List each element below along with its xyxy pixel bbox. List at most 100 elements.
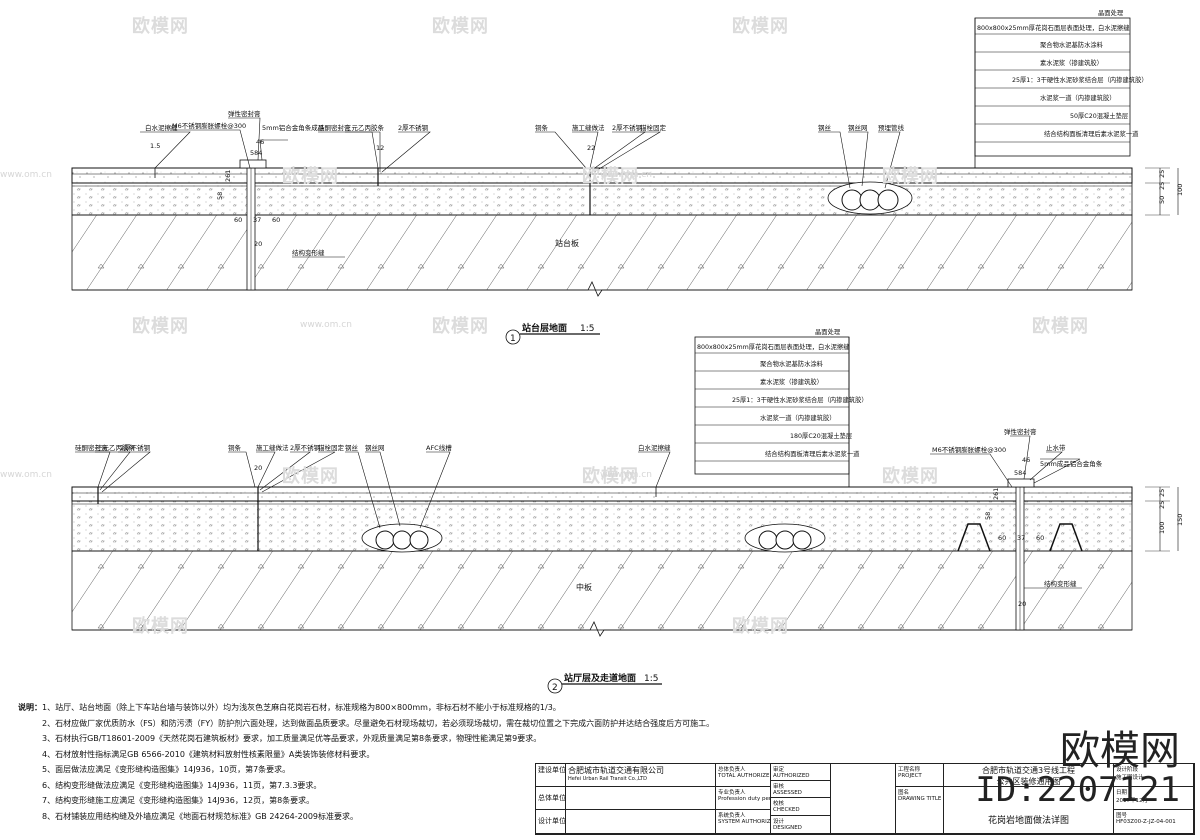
date-value: 2017年12月 <box>1116 798 1148 804</box>
project-label-cn: 工程名称 <box>898 767 921 773</box>
label-eva-board: 三元乙丙胶条 <box>345 123 385 132</box>
dim-22: 22 <box>587 144 595 152</box>
note-item: 2、石材应做厂家优质防水（FS）和防污渍（FY）防护剂六面处理，达到做面品质要求… <box>42 718 715 728</box>
dim-37: 37 <box>253 216 261 224</box>
role-2-cn: 专业负责人 <box>718 790 746 796</box>
notes-lead: 说明： <box>18 703 42 712</box>
legend-1-line: 25厚1：3干硬性水泥砂浆结合层（内掺建筑胶） <box>1012 75 1148 84</box>
role-3-en: SYSTEM AUTHORIZED <box>718 819 771 825</box>
sign-4: 设计 DESIGNED <box>771 816 831 834</box>
legend-2: 晶面处理 800x800x25mm厚花岗石面层表面处理，白水泥擦缝 聚合物水泥基… <box>697 327 868 458</box>
stage-cell: 设计阶段 施工图设计 <box>1114 764 1194 787</box>
sub-project: 公共区装修通用图 <box>996 777 1061 786</box>
watermark-site: www.om.cn <box>600 470 652 480</box>
label-elastic-sealant: 弹性密封膏 <box>228 109 261 118</box>
sign-3-cn: 校核 <box>773 801 785 807</box>
dim-100-2: 100 <box>1158 522 1166 534</box>
label-stone-edge-2: 白水泥擦缝 <box>638 443 671 452</box>
label-elastic-sealant-2: 弹性密封膏 <box>1004 427 1037 436</box>
legend-1-line: 结合结构面板清理后素水泥浆一道 <box>1044 129 1139 138</box>
label-pipe: 预埋管线 <box>878 123 905 132</box>
dim-584: 584 <box>250 149 262 157</box>
dim-100: 100 <box>1176 184 1184 196</box>
legend-2-line: 180厚C20混凝土垫层 <box>790 431 852 440</box>
label-stone-edge: 白水泥擦缝 <box>145 123 178 132</box>
drawing-title-label: 图名 DRAWING TITLE <box>896 787 944 834</box>
label-struct-joint: 结构变形缝 <box>292 248 325 257</box>
label-eva-board-2: 三元乙丙胶条 <box>96 443 136 452</box>
watermark: 欧模网 <box>132 616 189 637</box>
watermark: 欧模网 <box>732 16 789 37</box>
label-al-strip-2: 5mm成品铝合金角条 <box>1040 459 1103 468</box>
role-1-cn: 总体负责人 <box>718 767 746 773</box>
legend-2-line: 晶面处理 <box>815 327 841 336</box>
watermark-site: www.om.cn <box>0 470 52 480</box>
project-name-cell: 合肥市轨道交通3号线工程 公共区装修通用图 <box>944 764 1114 787</box>
dim-12: 12 <box>376 144 384 152</box>
dim-46: 46 <box>256 138 264 146</box>
section-1-title-text: 站台层地面 <box>522 322 567 334</box>
watermark: 欧模网 <box>582 166 639 187</box>
sign-4-cn: 设计 <box>773 819 785 825</box>
date-label: 日期 <box>1116 790 1128 796</box>
dim-20: 20 <box>254 240 262 248</box>
sign-1: 审定 AUTHORIZED <box>771 764 831 781</box>
sign-1-en: AUTHORIZED <box>773 773 810 779</box>
label-water-stop: 止水带 <box>1046 443 1066 452</box>
slab-label: 站台板 <box>555 238 579 248</box>
dim-60b: 60 <box>272 216 280 224</box>
legend-1: 晶面处理 800x800x25mm厚花岗石面层表面处理，白水泥擦缝 聚合物水泥基… <box>977 8 1148 138</box>
dim-25b: 25 <box>1158 182 1166 190</box>
watermark-site: www.om.cn <box>300 320 352 330</box>
label-al-strip: 5mm铝合金角条成品 <box>262 123 324 132</box>
dim-60a-2: 60 <box>998 534 1006 542</box>
label-slot-filler-2: 硅酮密封膏 <box>75 443 108 452</box>
dim-261: 261 <box>224 170 232 182</box>
legend-2-line: 聚合物水泥基防水涂料 <box>760 359 824 368</box>
section-2-number: 2 <box>552 683 558 693</box>
role-3: 系统负责人 SYSTEM AUTHORIZED <box>716 810 771 834</box>
legend-1-line: 聚合物水泥基防水涂料 <box>1040 40 1104 49</box>
watermark: 欧模网 <box>732 616 789 637</box>
section-2-scale: 1:5 <box>644 674 658 684</box>
sign-2-en: ASSESSED <box>773 790 802 796</box>
note-item: 8、石材铺装应用结构缝及外墙应满足《地面石材规范标准》GB 24264-2009… <box>42 811 359 821</box>
note-item: 4、石材放射性指标满足GB 6566-2010《建筑材料放射性核素限量》A类装饰… <box>42 749 375 759</box>
dim-20-2: 20 <box>254 464 262 472</box>
label-brass-strip: 铜条 <box>535 123 549 132</box>
label-ss2b: 2厚不锈钢 <box>612 123 643 132</box>
role-2: 专业负责人 Profession duty person <box>716 787 771 810</box>
project-label: 工程名称 PROJECT <box>896 764 944 787</box>
legend-1-line: 素水泥浆（掺建筑胶） <box>1040 58 1103 67</box>
drawing-title-label-en: DRAWING TITLE <box>898 796 942 802</box>
label-plate-2: 锚栓固定 <box>318 443 345 452</box>
note-item: 3、石材执行GB/T18601-2009《天然花岗石建筑板材》要求，加工质量满足… <box>42 734 542 743</box>
label-expansion-screw: M6不锈钢膨胀螺栓@300 <box>172 121 246 130</box>
watermark: 欧模网 <box>432 16 489 37</box>
design-value <box>566 810 716 834</box>
watermark: 欧模网 <box>882 166 939 187</box>
client-name-cn: 合肥城市轨道交通有限公司 <box>568 766 664 775</box>
general-label: 总体单位 <box>536 787 566 810</box>
dim-20b-2: 20 <box>1018 600 1026 608</box>
label-rebar: 钢丝 <box>818 123 832 132</box>
section-1-number: 1 <box>510 334 516 344</box>
watermark: 欧模网 <box>432 316 489 337</box>
label-ss2b-2: 2厚不锈钢 <box>290 443 321 452</box>
stage-label: 设计阶段 <box>1116 767 1139 773</box>
role-3-cn: 系统负责人 <box>718 813 746 819</box>
note-item: 7、结构变形缝施工应满足《变形缝构造图集》14J936，12页，第8条要求。 <box>42 796 315 805</box>
watermark-site: www.om.cn <box>0 170 52 180</box>
date-cell: 日期 2017年12月 <box>1114 787 1194 810</box>
stage-value: 施工图设计 <box>1116 775 1144 781</box>
legend-2-line: 800x800x25mm厚花岗石面层表面处理，白水泥擦缝 <box>697 342 850 351</box>
label-mesh-2: 钢丝网 <box>365 443 385 452</box>
dim-50: 50 <box>1158 196 1166 204</box>
project-name: 合肥市轨道交通3号线工程 <box>981 766 1076 775</box>
legend-1-line: 水泥浆一道（内掺建筑胶） <box>1040 93 1116 102</box>
label-mesh: 钢丝网 <box>848 123 868 132</box>
dim-46-2: 46 <box>1022 456 1030 464</box>
section-2-drawing <box>71 336 1179 637</box>
label-strip-joint: 施工缝做法 <box>572 123 605 132</box>
